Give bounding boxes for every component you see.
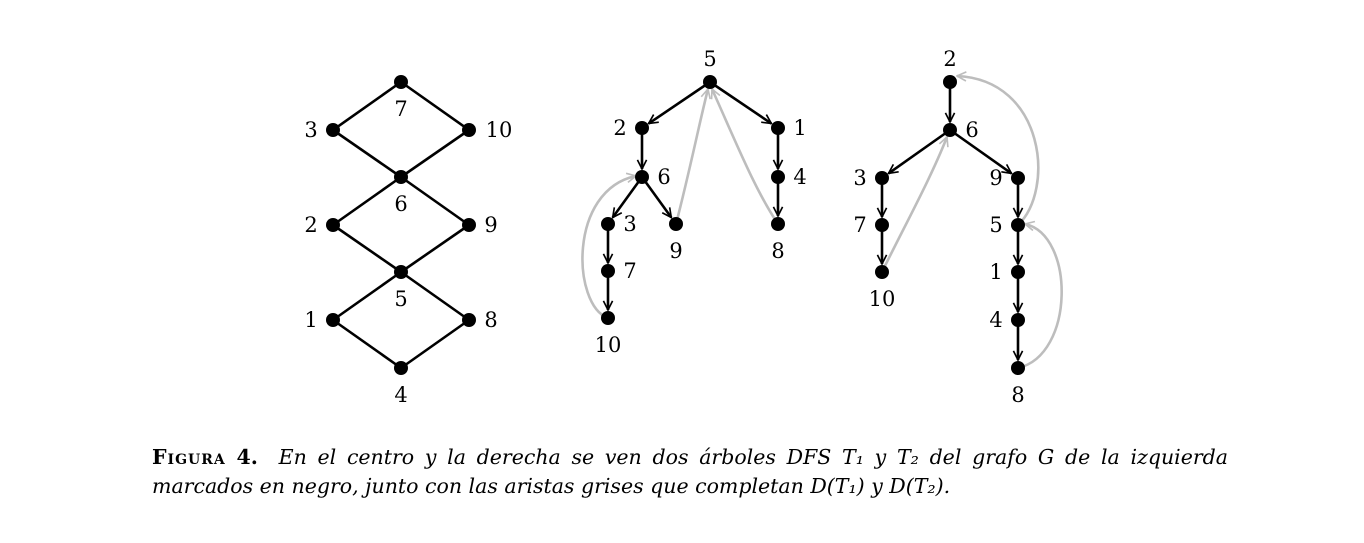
g-tree-edge-10-6 [400,128,470,179]
g-node-10 [462,123,476,137]
t2-node-9 [1011,171,1025,185]
t2-node-label-5: 5 [989,213,1002,237]
t1-node-8 [771,217,785,231]
t1-back-edge-9-5 [674,89,708,225]
g-tree-edge-9-5 [400,223,470,274]
g-tree-edge-7-3 [332,80,402,132]
t2-node-3 [875,171,889,185]
t1-node-4 [771,170,785,184]
t2-node-label-4: 4 [989,308,1002,332]
t1-node-label-6: 6 [657,165,670,189]
t1-tree-edge-6-3 [613,176,644,218]
t1-node-label-5: 5 [703,47,716,71]
g-tree-edge-8-4 [400,318,470,370]
g-node-label-2: 2 [304,213,317,237]
t2-node-2 [943,75,957,89]
caption-label: Figura [152,445,226,469]
t1-back-edge-8-5 [712,89,780,225]
t1-node-label-9: 9 [669,239,682,263]
t2-tree-edge-6-9 [949,128,1011,173]
t2-back-edge-5-2 [957,76,1040,226]
t1-node-label-3: 3 [623,212,636,236]
t2-node-label-8: 8 [1011,383,1024,407]
t2-back-edge-8-5 [1017,224,1063,370]
t1-node-1 [771,121,785,135]
t1-node-label-10: 10 [595,333,622,357]
t2-node-10 [875,265,889,279]
g-node-label-9: 9 [484,213,497,237]
g-node-label-10: 10 [486,118,513,142]
t2-node-4 [1011,313,1025,327]
g-node-label-5: 5 [394,287,407,311]
t2-node-label-9: 9 [989,166,1002,190]
t1-node-6 [635,170,649,184]
t1-node-label-8: 8 [771,239,784,263]
t1-node-label-7: 7 [623,259,636,283]
g-node-9 [462,218,476,232]
g-node-5 [394,265,408,279]
t2-node-8 [1011,361,1025,375]
g-node-label-6: 6 [394,192,407,216]
t2-back-edge-10-6 [880,137,947,273]
t2-node-6 [943,123,957,137]
t1-node-9 [669,217,683,231]
t1-node-5 [703,75,717,89]
t2-node-5 [1011,218,1025,232]
t2-node-label-6: 6 [965,118,978,142]
g-tree-edge-6-9 [400,175,470,227]
g-node-8 [462,313,476,327]
graph-g: 7 3 10 6 2 9 5 1 8 4 [304,75,512,407]
g-node-label-4: 4 [394,383,407,407]
t2-node-1 [1011,265,1025,279]
t1-tree-edge-5-2 [649,80,711,125]
t1-node-7 [601,264,615,278]
t1-node-label-2: 2 [613,116,626,140]
t2-node-label-7: 7 [853,213,866,237]
g-node-label-8: 8 [484,308,497,332]
g-tree-edge-1-4 [332,318,402,370]
t2-node-label-1: 1 [989,260,1002,284]
g-tree-edge-5-8 [400,270,470,322]
caption-number: 4. [236,445,258,469]
figure-caption: Figura 4. En el centro y la derecha se v… [152,443,1228,501]
g-node-7 [394,75,408,89]
g-tree-edge-7-10 [400,80,470,132]
t1-node-label-4: 4 [793,165,806,189]
g-node-4 [394,361,408,375]
t1-tree-edge-6-9 [640,176,671,218]
caption-text: En el centro y la derecha se ven dos árb… [152,445,1228,498]
t1-node-label-1: 1 [793,116,806,140]
g-tree-edge-5-1 [332,270,402,322]
g-tree-edge-6-2 [332,175,402,227]
t2-node-7 [875,218,889,232]
t2-node-label-2: 2 [943,47,956,71]
g-node-1 [326,313,340,327]
g-node-2 [326,218,340,232]
dfs-tree-t2: 2 6 3 9 7 5 10 1 4 8 [853,47,1063,407]
g-node-3 [326,123,340,137]
g-tree-edge-2-5 [332,223,402,274]
t1-node-10 [601,311,615,325]
t1-back-edge-10-6 [581,176,636,320]
dfs-tree-t1: 5 2 1 6 4 3 9 8 7 10 [581,47,807,357]
g-node-label-1: 1 [304,308,317,332]
t2-node-label-3: 3 [853,166,866,190]
t1-node-2 [635,121,649,135]
g-node-label-7: 7 [394,97,407,121]
t1-node-3 [601,217,615,231]
g-tree-edge-3-6 [332,128,402,179]
g-node-6 [394,170,408,184]
t2-node-label-10: 10 [869,287,896,311]
g-node-label-3: 3 [304,118,317,142]
